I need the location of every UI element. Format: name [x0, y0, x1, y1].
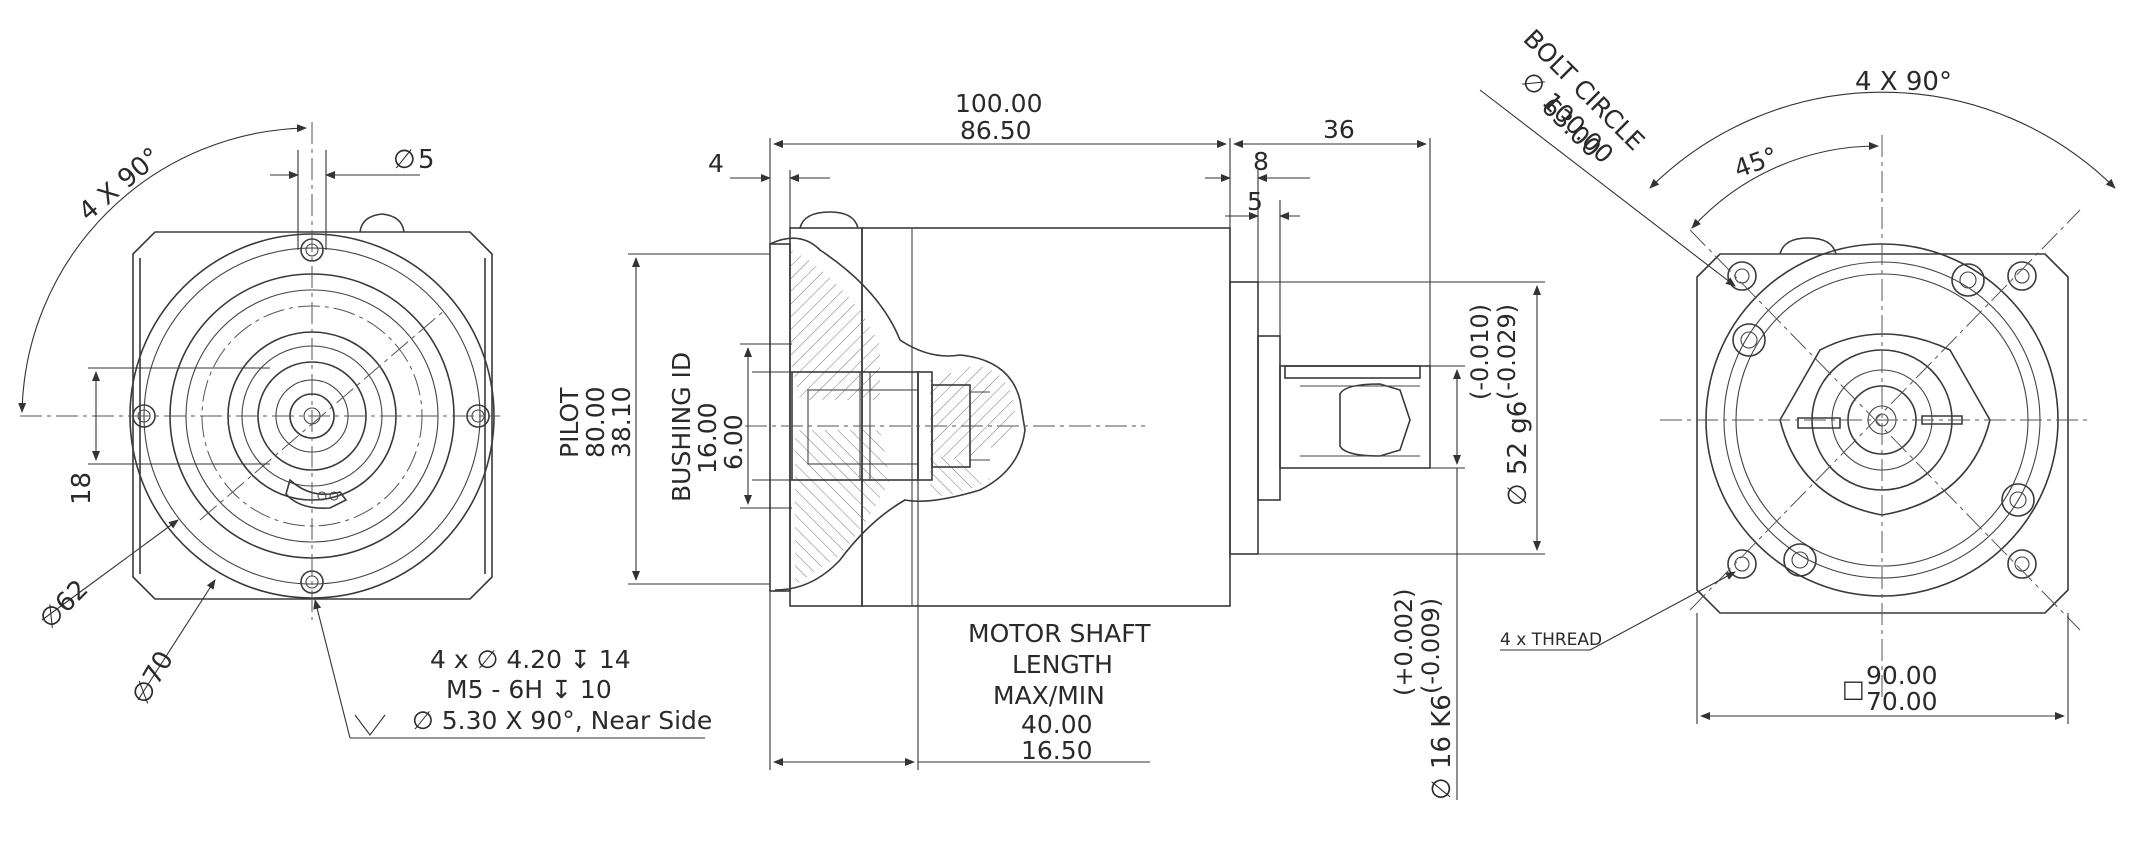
motor-shaft-line-1: MOTOR SHAFT	[968, 619, 1151, 648]
side-output-flange	[1229, 281, 1259, 555]
side-output-shaft	[1279, 365, 1431, 469]
front-hole-dia-symbol: ∅	[393, 145, 416, 175]
output-dia-tol-2: (-0.009)	[1417, 598, 1445, 694]
rear-flange-outline	[1696, 253, 2069, 614]
side-length-1-label: 100.00	[955, 89, 1042, 118]
front-bolt-dia-label: ∅70	[126, 646, 180, 709]
bushing-value-1: 16.00	[693, 402, 722, 474]
shaft-dia-tol-2: (-0.029)	[1493, 304, 1521, 400]
output-dia-tol-1: (+0.002)	[1390, 588, 1418, 696]
rear-angle-45-label: 45°	[1730, 141, 1782, 183]
pilot-label: PILOT	[555, 387, 584, 458]
side-flange	[769, 243, 791, 592]
square-dim-1: 90.00	[1866, 661, 1938, 690]
motor-shaft-line-4: 40.00	[1021, 710, 1093, 739]
motor-shaft-line-5: 16.50	[1021, 736, 1093, 765]
bushing-label: BUSHING ID	[667, 352, 696, 502]
side-step-2-label: 5	[1247, 187, 1263, 216]
square-symbol: □	[1842, 675, 1865, 703]
thread-note-line-2: M5 - 6H ↧ 10	[446, 675, 612, 704]
side-flange-dim-label: 4	[708, 149, 724, 178]
motor-shaft-line-2: LENGTH	[1012, 650, 1113, 679]
rear-thread-label: 4 x THREAD	[1500, 630, 1602, 650]
output-dia-label: ∅ 16 K6	[1427, 694, 1457, 800]
thread-note-line-3: ∅ 5.30 X 90°, Near Side	[412, 706, 712, 735]
side-shaft-length-label: 36	[1323, 115, 1355, 144]
shaft-dia-label: ∅ 52 g6	[1503, 401, 1533, 506]
motor-shaft-line-3: MAX/MIN	[993, 681, 1105, 710]
pilot-value-2: 38.10	[607, 386, 636, 458]
front-pilot-dia-label: ∅62	[34, 574, 95, 635]
rear-view: 4 X 90° 45° BOLT CIRCLE ∅ 100.00 63.00 4…	[1479, 24, 2116, 724]
side-section-cut	[769, 237, 1026, 591]
side-step-1-label: 8	[1253, 147, 1269, 176]
rear-angle-4x-label: 4 X 90°	[1855, 67, 1952, 97]
shaft-dia-tol-1: (-0.010)	[1466, 304, 1494, 400]
front-offset-label: 18	[67, 472, 97, 505]
front-hole-dia-label: 5	[418, 145, 435, 175]
front-angle-label: 4 X 90°	[73, 142, 167, 227]
square-dim-2: 70.00	[1866, 687, 1938, 716]
thread-note-line-1: 4 x ∅ 4.20 ↧ 14	[430, 645, 631, 674]
side-length-2-label: 86.50	[960, 116, 1032, 145]
side-view: 100.00 86.50 36 4 8 5 PILOT 80.00 38.10 …	[555, 89, 1545, 800]
pilot-value-1: 80.00	[581, 386, 610, 458]
bushing-value-2: 6.00	[719, 414, 748, 470]
